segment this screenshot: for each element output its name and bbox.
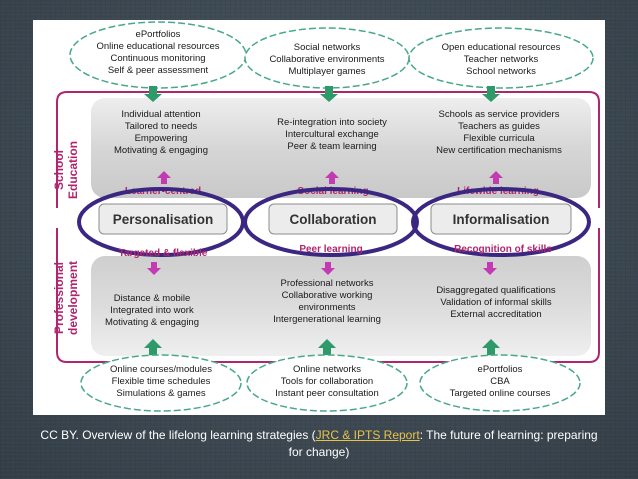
professional-items-2-line-1: Professional networks [281, 278, 374, 289]
top-cloud-2-line-1: Social networks [294, 42, 361, 53]
highlight-ellipse-2 [243, 187, 419, 257]
bottom-cloud-1-line-1: Online courses/modules [110, 364, 212, 375]
caption-suffix: : The future of learning: preparing for … [288, 428, 598, 459]
top-cloud-1-line-1: ePortfolios [136, 29, 181, 40]
school-items-1-line-3: Empowering [135, 133, 188, 144]
top-cloud-3-line-2: Teacher networks [464, 54, 539, 65]
top-cloud-3: Open educational resources Teacher netwo… [408, 27, 594, 89]
professional-label-line-1: Professional [52, 262, 66, 334]
bottom-cloud-2-shape [246, 354, 408, 412]
bottom-cloud-2-line-3: Instant peer consultation [275, 388, 379, 399]
professional-label-line-2: development [66, 261, 80, 335]
top-cloud-2-line-3: Multiplayer games [288, 66, 365, 77]
school-band [91, 98, 591, 198]
bottom-cloud-3: ePortfolios CBA Targeted online courses [419, 354, 581, 412]
purple-arrow-school-2 [325, 171, 339, 184]
bottom-cloud-1-shape [80, 354, 242, 412]
professional-items-3-line-1: Disaggregated qualifications [436, 285, 556, 296]
strategy-box-2 [268, 203, 398, 235]
school-tag-3: Lifewide learning [457, 186, 539, 197]
strategy-informalisation: Informalisation [453, 212, 550, 227]
professional-items-3-line-3: External accreditation [450, 309, 541, 320]
school-items-2-line-1: Re-integration into society [277, 117, 387, 128]
professional-items-2: Professional networks Collaborative work… [273, 278, 381, 325]
school-items-1-line-1: Individual attention [121, 109, 200, 120]
top-cloud-1-line-4: Self & peer assessment [108, 65, 209, 76]
professional-tag-1: Targeted & flexible [119, 248, 208, 259]
school-items-3: Schools as service providers Teachers as… [436, 109, 562, 156]
top-cloud-1-line-2: Online educational resources [96, 41, 219, 52]
professional-tag-3: Recognition of skills [454, 244, 552, 255]
highlight-ellipse-3 [411, 187, 591, 257]
bottom-cloud-3-line-3: Targeted online courses [450, 388, 551, 399]
purple-arrow-school-1 [157, 171, 171, 184]
bottom-cloud-1-line-2: Flexible time schedules [112, 376, 211, 387]
slide-caption: CC BY. Overview of the lifelong learning… [33, 427, 605, 461]
green-arrow-bottom-2 [318, 339, 336, 356]
top-cloud-3-line-3: School networks [466, 66, 536, 77]
school-items-2-line-2: Intercultural exchange [285, 129, 378, 140]
top-cloud-3-line-1: Open educational resources [442, 42, 561, 53]
professional-items-1-line-3: Motivating & engaging [105, 317, 199, 328]
professional-tag-2: Peer learning [299, 244, 362, 255]
school-label-line-1: School [52, 150, 66, 190]
top-cloud-2: Social networks Collaborative environmen… [244, 27, 410, 89]
professional-items-1-line-2: Integrated into work [110, 305, 194, 316]
top-cloud-1-line-3: Continuous monitoring [110, 53, 205, 64]
professional-items-2-line-3: environments [298, 302, 355, 313]
school-items-1: Individual attention Tailored to needs E… [114, 109, 208, 156]
top-cloud-3-shape [408, 27, 594, 89]
strategy-collaboration: Collaboration [290, 212, 377, 227]
school-tag-1: Learner-centred [125, 186, 201, 197]
professional-items-3: Disaggregated qualifications Validation … [436, 285, 556, 320]
school-items-3-line-4: New certification mechanisms [436, 145, 562, 156]
school-items-3-line-2: Teachers as guides [458, 121, 540, 132]
diagram-canvas: School Education Professional developmen… [52, 21, 600, 412]
strategy-box-3 [430, 203, 572, 235]
bottom-cloud-2-line-2: Tools for collaboration [281, 376, 373, 387]
school-items-3-line-3: Flexible curricula [463, 133, 535, 144]
purple-arrow-professional-1 [147, 262, 161, 275]
bottom-cloud-3-line-2: CBA [490, 376, 510, 387]
professional-items-2-line-4: Intergenerational learning [273, 314, 381, 325]
top-cloud-1: ePortfolios Online educational resources… [69, 21, 247, 89]
professional-development-label: Professional development [52, 261, 80, 335]
top-cloud-2-line-2: Collaborative environments [269, 54, 384, 65]
purple-arrow-school-3 [489, 171, 503, 184]
school-label-line-2: Education [66, 141, 80, 199]
school-items-3-line-1: Schools as service providers [439, 109, 560, 120]
professional-items-1: Distance & mobile Integrated into work M… [105, 293, 199, 328]
green-arrow-top-1 [144, 86, 162, 102]
professional-items-1-line-1: Distance & mobile [114, 293, 191, 304]
bottom-cloud-1: Online courses/modules Flexible time sch… [80, 354, 242, 412]
professional-items-2-line-2: Collaborative working [282, 290, 373, 301]
strategy-personalisation: Personalisation [113, 212, 214, 227]
bottom-cloud-3-line-1: ePortfolios [478, 364, 523, 375]
lifelong-learning-diagram: School Education Professional developmen… [33, 20, 605, 415]
purple-arrow-professional-2 [321, 262, 335, 275]
school-tag-2: Social learning [297, 186, 368, 197]
bottom-cloud-2: Online networks Tools for collaboration … [246, 354, 408, 412]
green-arrow-top-2 [320, 86, 338, 102]
bottom-cloud-1-line-3: Simulations & games [116, 388, 205, 399]
caption-prefix: CC BY. Overview of the lifelong learning… [40, 428, 316, 442]
bottom-cloud-3-shape [419, 354, 581, 412]
green-arrow-bottom-1 [144, 339, 162, 356]
school-items-1-line-4: Motivating & engaging [114, 145, 208, 156]
bottom-cloud-2-line-1: Online networks [293, 364, 361, 375]
professional-band [91, 256, 591, 356]
school-education-label: School Education [52, 141, 80, 199]
green-arrow-bottom-3 [482, 339, 500, 356]
strategy-box-1 [98, 203, 228, 235]
school-items-2: Re-integration into society Intercultura… [277, 117, 387, 152]
purple-arrow-professional-3 [483, 262, 497, 275]
school-items-2-line-3: Peer & team learning [287, 141, 376, 152]
school-items-1-line-2: Tailored to needs [125, 121, 198, 132]
green-arrow-top-3 [482, 86, 500, 102]
report-link[interactable]: JRC & IPTS Report [315, 428, 420, 442]
professional-items-3-line-2: Validation of informal skills [440, 297, 551, 308]
